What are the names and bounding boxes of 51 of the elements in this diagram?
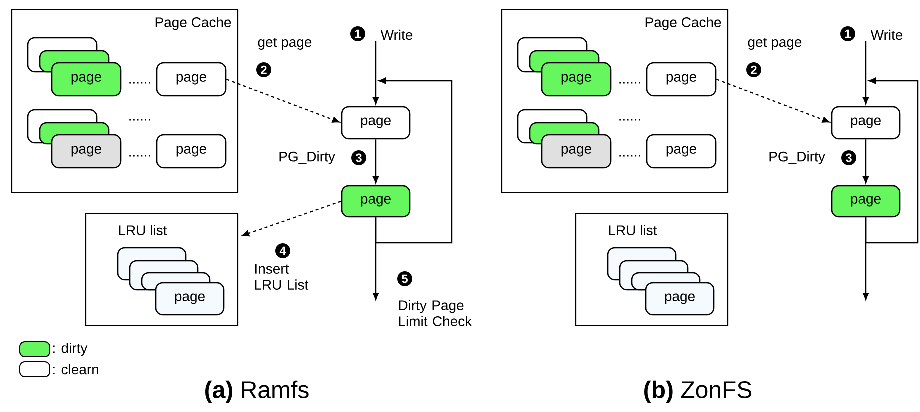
ellipsis: ...... xyxy=(620,119,640,121)
page-card: page xyxy=(541,134,612,169)
arrow xyxy=(862,218,870,300)
page-card: page xyxy=(645,282,715,316)
circled-number: 1 xyxy=(350,26,366,42)
page-card: page xyxy=(831,106,901,140)
dashed-arrow xyxy=(242,200,342,237)
step-label: Dirty Page Limit Check xyxy=(399,300,472,326)
circled-number: 3 xyxy=(842,150,857,166)
step-label: Insert LRU List xyxy=(255,264,309,290)
step-label: get page xyxy=(258,38,312,50)
page-card: page xyxy=(341,106,411,140)
circled-number: 3 xyxy=(352,150,366,166)
ellipsis: ...... xyxy=(130,82,150,84)
arrow xyxy=(372,218,380,300)
page-card: page xyxy=(156,134,227,169)
page-card: page xyxy=(341,185,411,218)
panel-caption: (a) Ramfs xyxy=(206,380,309,404)
panel-caption: (b) ZonFS xyxy=(644,380,752,404)
step-label: PG_Dirty xyxy=(280,151,336,165)
page-card: page xyxy=(155,282,225,316)
ellipsis: ...... xyxy=(620,82,640,84)
circled-number: 2 xyxy=(746,62,762,78)
arrow xyxy=(862,41,870,105)
circled-number: 4 xyxy=(276,244,290,258)
ellipsis: ...... xyxy=(130,119,150,121)
ellipsis: ...... xyxy=(130,155,150,157)
node-label: Write xyxy=(870,30,903,40)
circled-number: 2 xyxy=(256,62,272,78)
arrow xyxy=(865,78,919,244)
dashed-arrow xyxy=(716,78,830,123)
page-card: page xyxy=(51,62,122,97)
page-card: page xyxy=(646,134,717,169)
page-card: page xyxy=(831,185,901,218)
page-card: page xyxy=(156,62,227,97)
legend-label: : clearn xyxy=(54,364,98,375)
ellipsis: ...... xyxy=(620,155,640,157)
dashed-arrow xyxy=(226,78,340,123)
circled-number: 1 xyxy=(840,26,856,42)
page-card: page xyxy=(646,62,717,97)
arrow xyxy=(862,140,870,184)
legend-label: : dirty xyxy=(54,342,88,356)
page-card: page xyxy=(51,134,122,169)
node-label: Write xyxy=(380,30,413,40)
arrow xyxy=(372,41,380,105)
step-label: get page xyxy=(748,38,802,50)
step-label: PG_Dirty xyxy=(770,151,826,165)
arrow xyxy=(375,78,453,244)
page-card: page xyxy=(541,62,612,97)
arrow xyxy=(372,140,380,184)
circled-number: 5 xyxy=(398,272,412,286)
